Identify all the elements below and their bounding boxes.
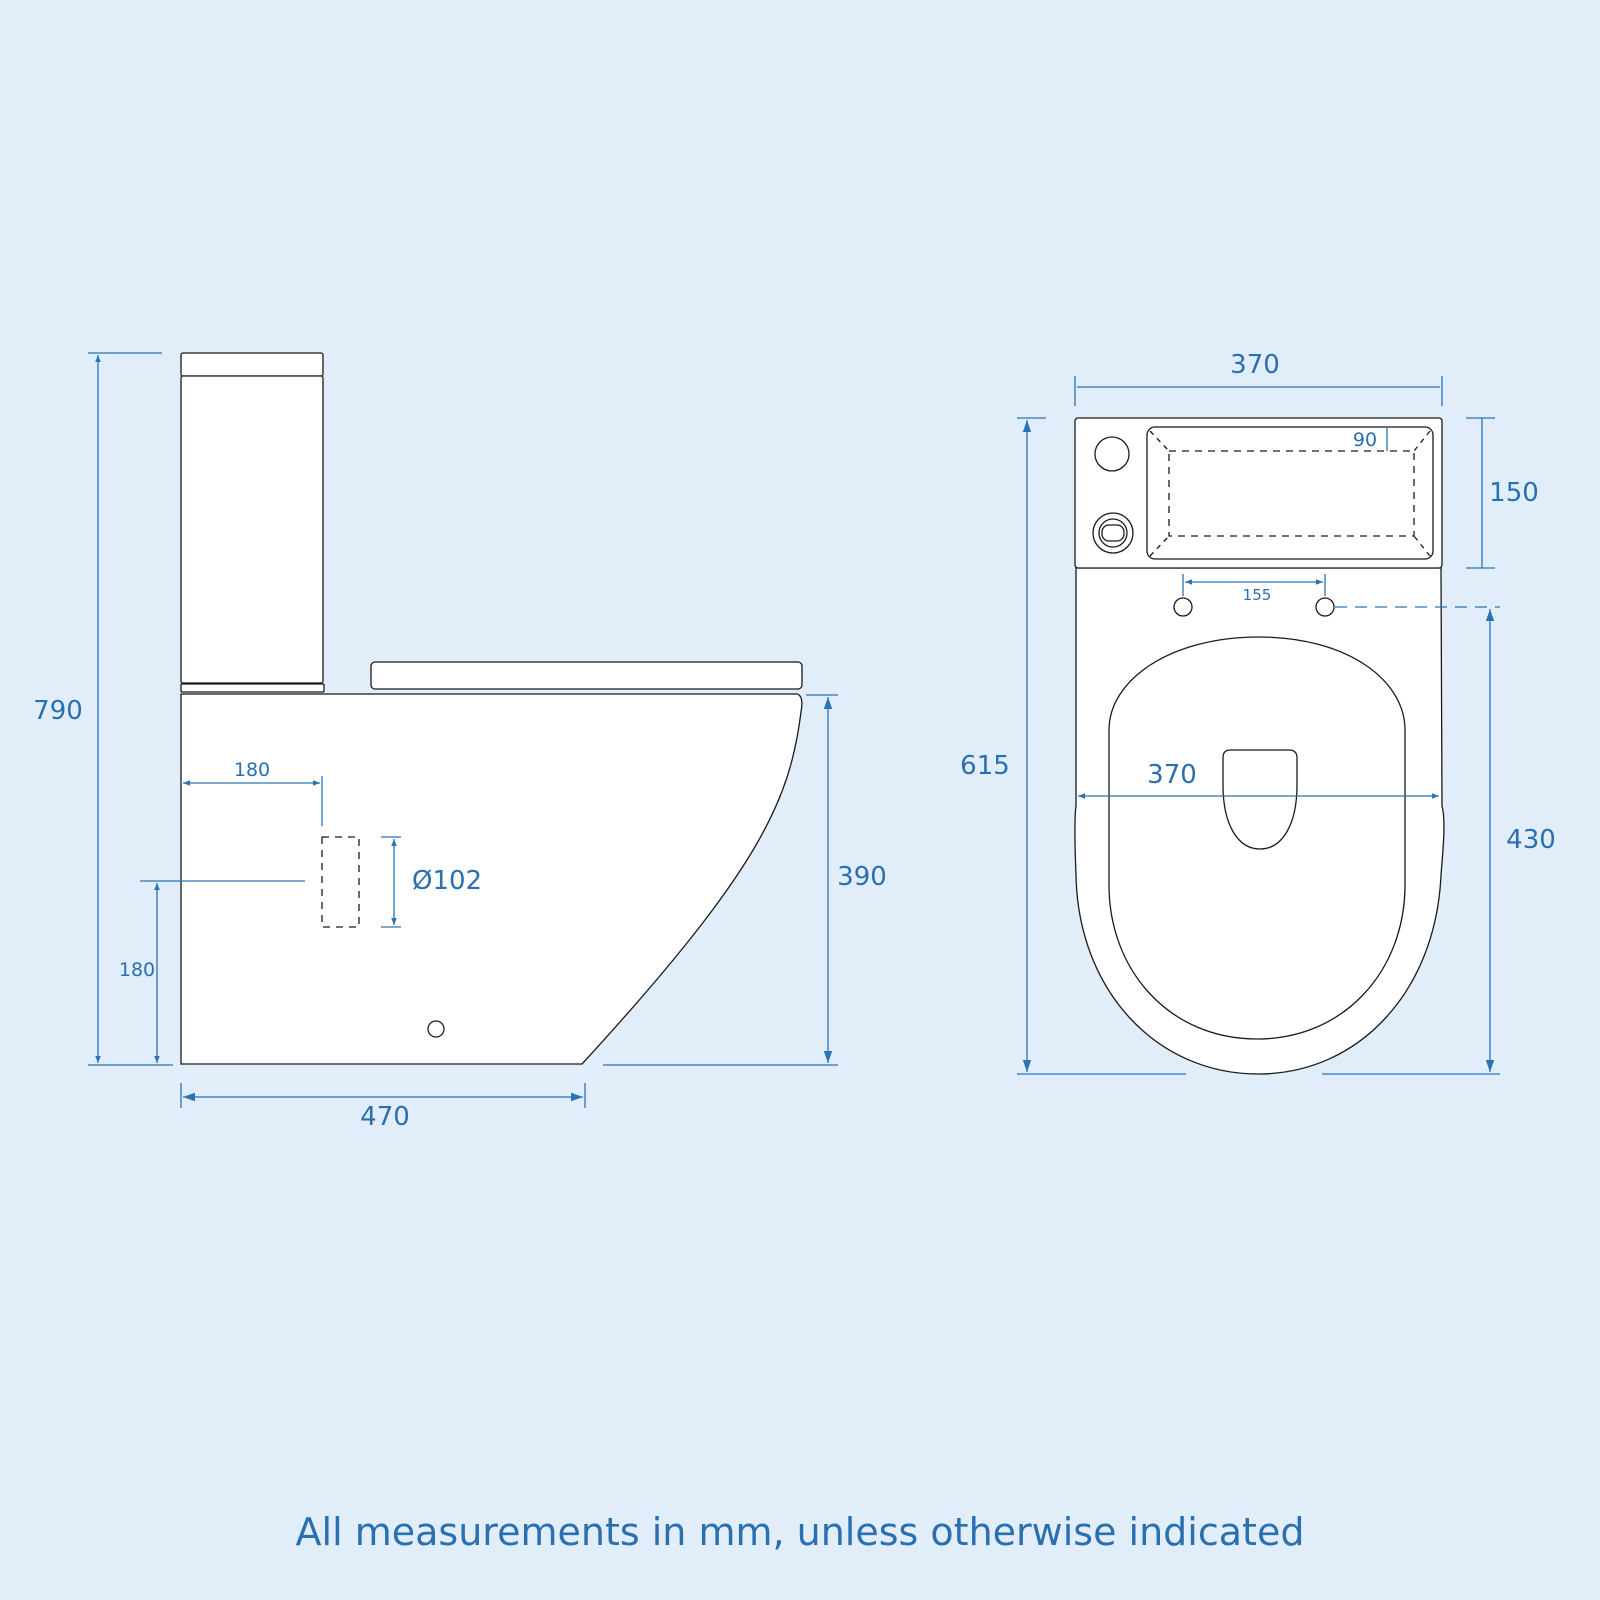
- seat-fixing-hole-right: [1315, 597, 1335, 617]
- dim-label-seat-fixing-centres: 155: [1243, 586, 1272, 604]
- seat-fixing-hole-left: [1173, 597, 1193, 617]
- seat-handle-cutout: [1222, 749, 1298, 850]
- cistern-body: [180, 375, 324, 684]
- recess-corner-line: [1149, 535, 1170, 557]
- dim-label-overall-height: 790: [33, 696, 83, 726]
- recess-corner-line: [1149, 430, 1170, 452]
- dim-label-fixing-to-front: 430: [1506, 825, 1556, 855]
- pan-body-side: [180, 693, 803, 1065]
- top-view: 370 90 150 155 370 615 430: [960, 350, 1556, 1075]
- cistern-lid: [180, 352, 324, 377]
- dim-label-overall-depth: 470: [360, 1102, 410, 1132]
- cistern-recess: [1146, 426, 1434, 560]
- pan-body-top: [1074, 567, 1445, 1075]
- cistern-recess-hidden: [1168, 450, 1415, 537]
- fixing-hole-side: [427, 1020, 445, 1038]
- dim-label-overall-width: 370: [1230, 350, 1280, 380]
- dim-label-pan-height: 390: [837, 862, 887, 892]
- dim-label-recess-inset: 90: [1353, 429, 1377, 451]
- seat-lid-side: [370, 661, 803, 690]
- cistern-top: [1074, 417, 1443, 569]
- toilet-seat-top: [1108, 636, 1406, 1040]
- recess-corner-line: [1413, 430, 1431, 452]
- dim-label-waste-vertical: 180: [119, 959, 155, 981]
- cistern-base: [180, 683, 325, 693]
- flush-button-icon: [1092, 512, 1134, 554]
- recess-corner-line: [1413, 535, 1431, 557]
- measurement-footnote: All measurements in mm, unless otherwise…: [295, 1510, 1305, 1554]
- dim-label-waste-horizontal: 180: [234, 759, 270, 781]
- dim-label-waste-diameter: Ø102: [412, 866, 482, 896]
- waste-outlet-hidden: [321, 836, 360, 928]
- tap-hole: [1094, 436, 1130, 472]
- dim-label-pan-width: 370: [1147, 760, 1197, 790]
- dim-label-cistern-depth: 150: [1489, 478, 1539, 508]
- side-view: 790 180 180 Ø102 390 470: [33, 352, 887, 1132]
- dim-label-overall-length: 615: [960, 751, 1010, 781]
